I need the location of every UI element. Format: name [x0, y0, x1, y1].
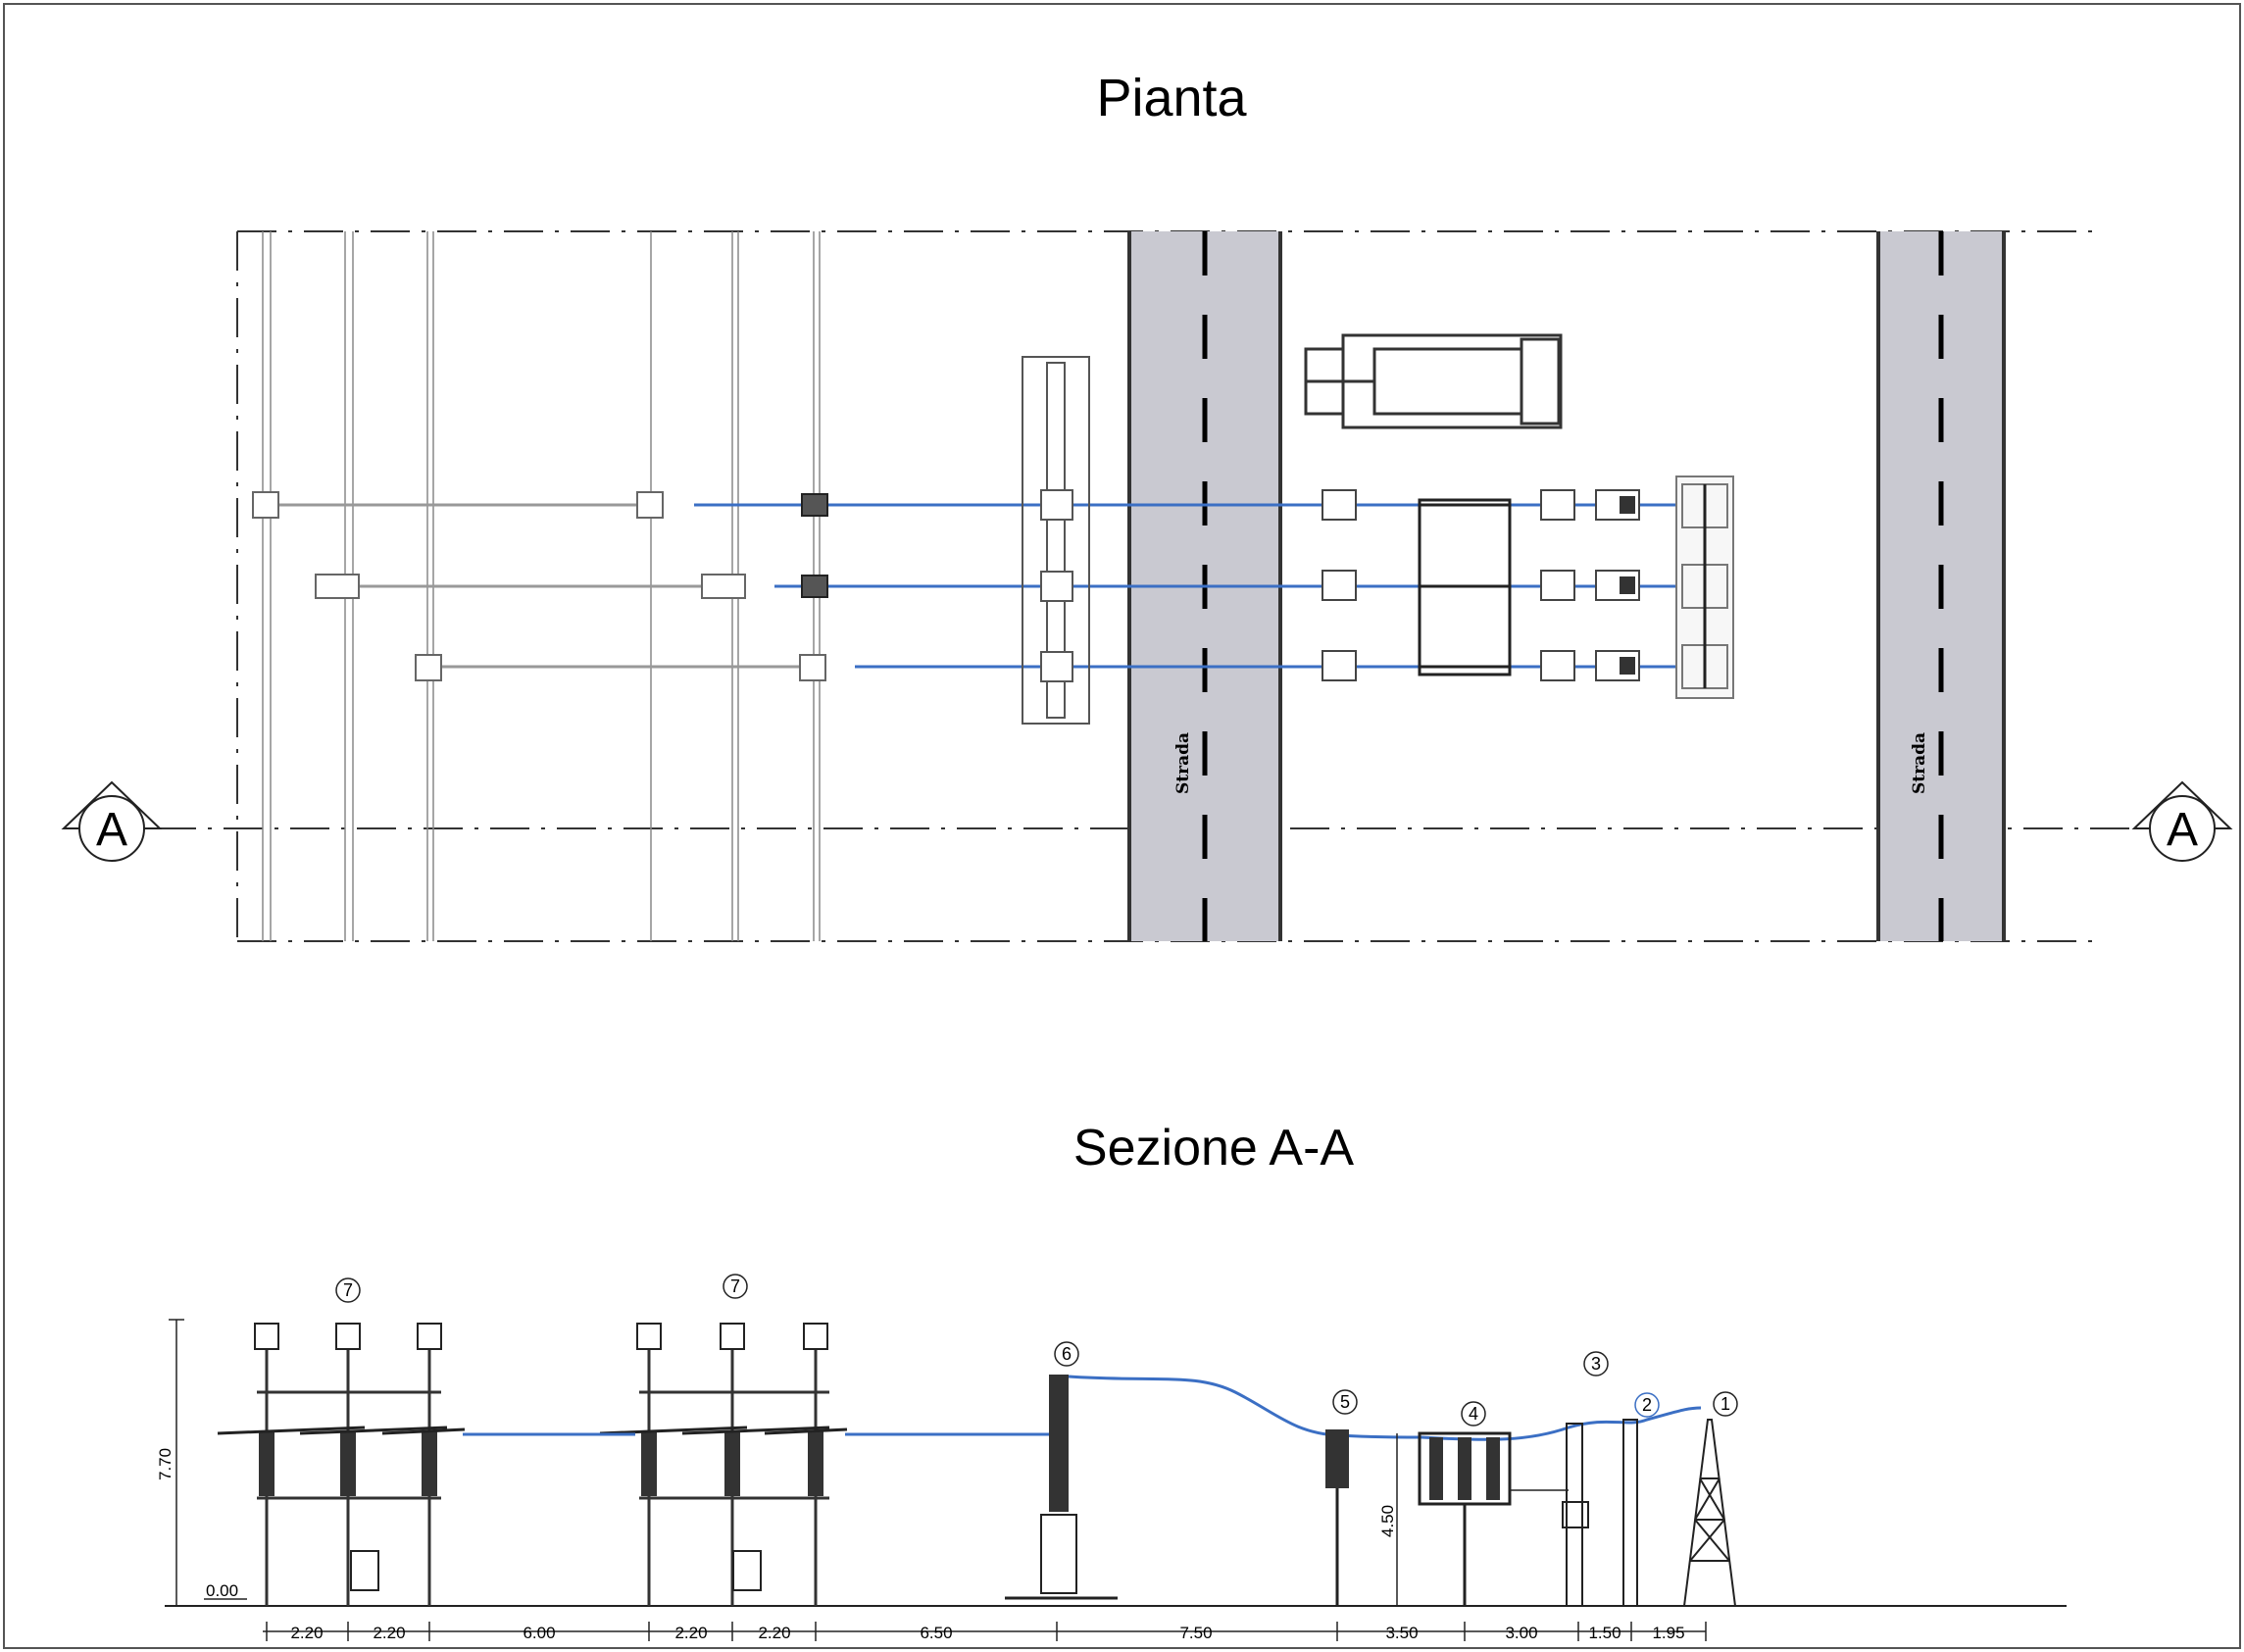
busbar-height-label: 4.50	[1378, 1505, 1397, 1537]
cvt-frame	[1022, 356, 1090, 725]
section-title: Sezione A-A	[1073, 1120, 1354, 1176]
road-1-label: Strada	[1173, 732, 1193, 794]
dimension-label-5: 6.50	[920, 1624, 952, 1642]
callout-3: 3	[1583, 1351, 1609, 1377]
ground-level-label: 0.00	[206, 1581, 238, 1600]
sheet-border	[3, 3, 2241, 1649]
svg-text:7: 7	[343, 1280, 353, 1300]
cvt-elevation	[1005, 1375, 1118, 1600]
section-marker-right: A	[2131, 780, 2233, 862]
dimension-label-8: 3.00	[1505, 1624, 1537, 1642]
section-view: 7.70 0.00	[156, 1274, 2067, 1642]
callout-4: 4	[1461, 1401, 1486, 1427]
line-entry-towers	[1675, 476, 1734, 699]
road-2: Strada	[1876, 231, 2006, 941]
line-entry-tower	[1682, 1419, 1737, 1607]
callout-7a: 7	[335, 1277, 361, 1303]
dimension-label-10: 1.95	[1652, 1624, 1684, 1642]
callout-6: 6	[1054, 1341, 1079, 1367]
vt-elevation	[1562, 1423, 1589, 1607]
road-2-label: Strada	[1910, 732, 1929, 794]
callout-1: 1	[1713, 1391, 1738, 1417]
breaker	[1418, 498, 1512, 676]
dimension-label-6: 7.50	[1179, 1624, 1212, 1642]
dimension-label-9: 1.50	[1588, 1624, 1621, 1642]
svg-text:A: A	[2167, 804, 2198, 856]
svg-text:4: 4	[1469, 1404, 1478, 1424]
building	[1304, 333, 1563, 429]
breaker-elevation	[1418, 1431, 1569, 1606]
dimension-label-1: 2.20	[373, 1624, 405, 1642]
svg-text:5: 5	[1340, 1392, 1350, 1412]
height-dim-label: 7.70	[156, 1448, 175, 1480]
svg-text:A: A	[96, 804, 127, 856]
plan-title: Pianta	[1096, 69, 1247, 127]
dimension-label-7: 3.50	[1385, 1624, 1418, 1642]
arrester-elevation	[1325, 1429, 1349, 1606]
svg-text:1: 1	[1720, 1394, 1730, 1414]
dimension-label-2: 6.00	[523, 1624, 555, 1642]
svg-text:6: 6	[1062, 1344, 1072, 1364]
svg-text:3: 3	[1591, 1354, 1601, 1374]
busbar-conductor	[463, 1375, 1702, 1441]
dimension-label-4: 2.20	[758, 1624, 790, 1642]
callout-2: 2	[1634, 1392, 1660, 1418]
section-marker-left: A	[61, 780, 163, 862]
callout-7b: 7	[723, 1274, 748, 1299]
dimension-label-0: 2.20	[290, 1624, 323, 1642]
svg-text:7: 7	[730, 1277, 740, 1296]
svg-text:2: 2	[1642, 1395, 1652, 1415]
ct-elevation	[1622, 1419, 1638, 1607]
callout-5: 5	[1332, 1389, 1358, 1415]
dimension-label-3: 2.20	[674, 1624, 707, 1642]
plan-view: Strada Strada	[61, 230, 2233, 942]
